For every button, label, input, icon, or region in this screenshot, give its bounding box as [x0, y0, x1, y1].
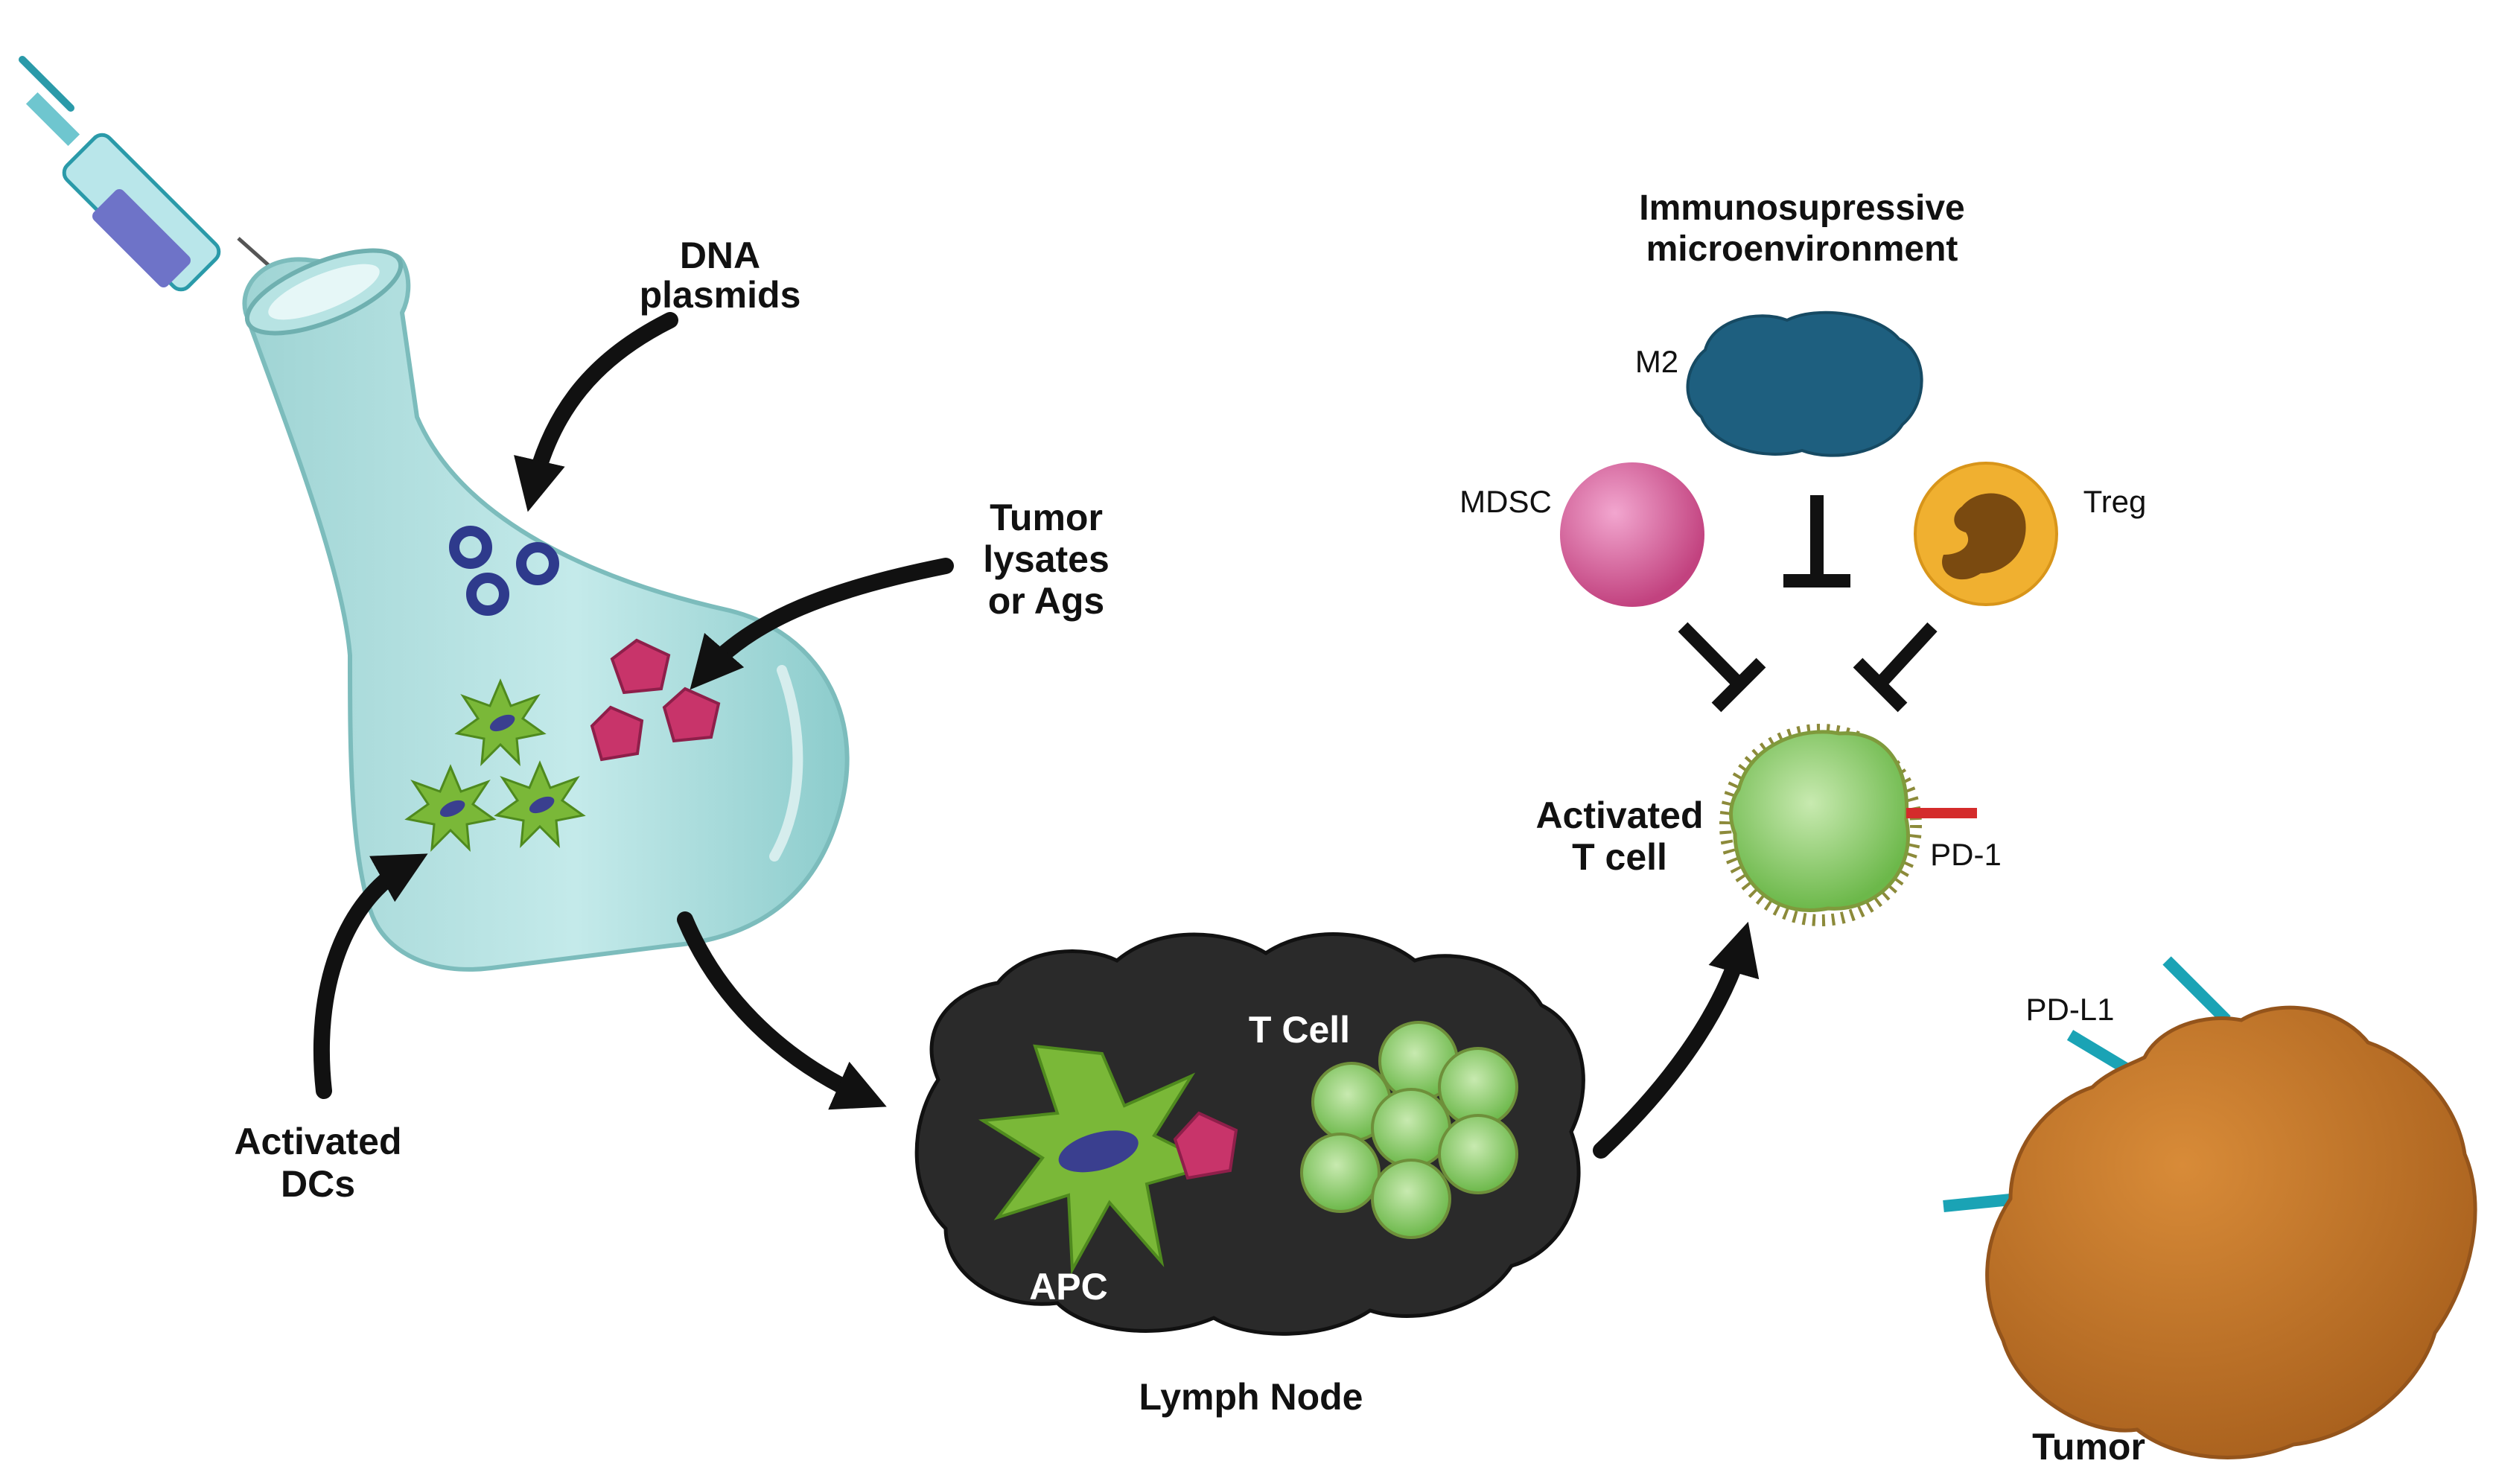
antigen-icons	[590, 638, 721, 762]
treg-cell-icon	[1914, 462, 2058, 606]
immunosuppressive-label-line2: microenvironment	[1646, 229, 1958, 269]
dendritic-cell-icons	[404, 678, 586, 852]
activated-dcs-label-line2: DCs	[281, 1163, 355, 1205]
m2-macrophage-icon	[1686, 311, 1923, 457]
tcell-cluster-icon	[1300, 1021, 1518, 1239]
inhibition-symbols	[1678, 495, 1938, 713]
mdsc-label: MDSC	[1459, 484, 1552, 519]
m2-label: M2	[1635, 344, 1678, 379]
activated-tcell-label-line2: T cell	[1572, 836, 1667, 878]
tumor-lysates-label-line1: Tumor	[990, 497, 1103, 538]
activated-tcell-icon	[1719, 724, 1977, 926]
lymph-node-label: Lymph Node	[1139, 1376, 1363, 1418]
tcell-ln-label: T Cell	[1249, 1009, 1350, 1051]
arrow-tumor-to-flask	[690, 558, 954, 690]
arrow-lymph-to-tcell	[1593, 921, 1760, 1159]
activated-tcell-label-line1: Activated	[1535, 794, 1703, 836]
dna-plasmids-label-line2: plasmids	[640, 274, 801, 316]
immunosuppressive-label-line1: Immunosupressive	[1639, 188, 1964, 228]
syringe-icon	[19, 56, 307, 299]
arrow-flask-to-lymph	[677, 911, 887, 1110]
flask-icon	[242, 248, 850, 972]
mdsc-cell-icon	[1560, 462, 1704, 607]
tumor-lysates-label-line2: lysates	[983, 538, 1109, 580]
tumor-icon	[1943, 956, 2477, 1459]
antigen-icon	[1173, 1111, 1238, 1180]
tumor-lysates-label-line3: or Ags	[988, 580, 1105, 622]
lymph-node: T Cell APC	[914, 932, 1585, 1336]
arrow-dna-to-flask	[514, 312, 678, 512]
pd1-label: PD-1	[1930, 837, 2002, 872]
pd1-receptor-icon	[1906, 808, 1977, 818]
arrows	[313, 312, 1760, 1159]
tumor-label: Tumor	[2032, 1426, 2145, 1468]
treg-label: Treg	[2083, 484, 2147, 519]
apc-cell-icon	[978, 1044, 1218, 1276]
arrow-dcs-to-flask	[313, 853, 428, 1099]
plasmid-icons	[449, 526, 559, 616]
pdl1-label: PD-L1	[2025, 992, 2114, 1027]
activated-dcs-label-line1: Activated	[234, 1121, 401, 1162]
apc-label: APC	[1029, 1266, 1108, 1308]
dna-plasmids-label-line1: DNA	[680, 235, 760, 276]
